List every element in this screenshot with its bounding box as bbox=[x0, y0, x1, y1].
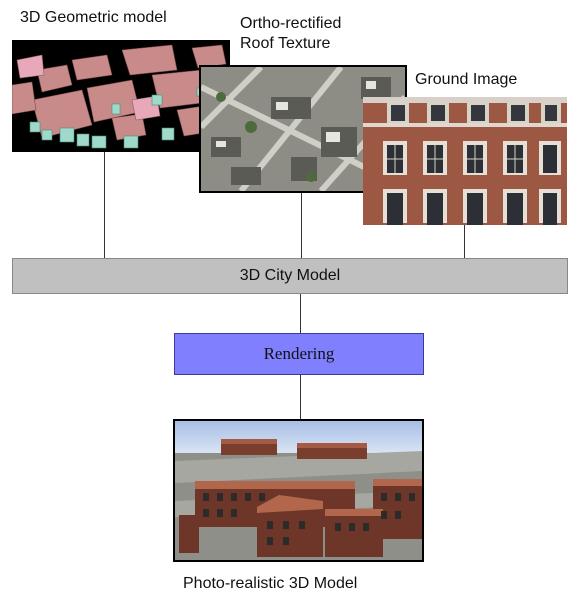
ground-image bbox=[363, 97, 567, 225]
rendering-label: Rendering bbox=[263, 344, 335, 363]
rendering-box: Rendering bbox=[174, 333, 424, 375]
connector-geometric bbox=[104, 152, 105, 258]
city-model-label: 3D City Model bbox=[239, 267, 341, 284]
connector-ground bbox=[464, 225, 465, 258]
geometric-model-image bbox=[12, 40, 230, 152]
photo-realistic-model-label: Photo-realistic 3D Model bbox=[183, 575, 358, 592]
ground-image-label: Ground Image bbox=[415, 71, 518, 88]
roof-texture-label: Ortho-rectified Roof Texture bbox=[240, 15, 342, 52]
photo-realistic-model-image bbox=[173, 419, 424, 562]
connector-rendering-to-output bbox=[300, 375, 301, 419]
connector-city-to-rendering bbox=[300, 294, 301, 333]
geometric-model-label: 3D Geometric model bbox=[20, 9, 167, 26]
city-model-box: 3D City Model bbox=[12, 258, 568, 294]
roof-texture-image bbox=[199, 65, 407, 193]
connector-roof bbox=[301, 193, 302, 258]
